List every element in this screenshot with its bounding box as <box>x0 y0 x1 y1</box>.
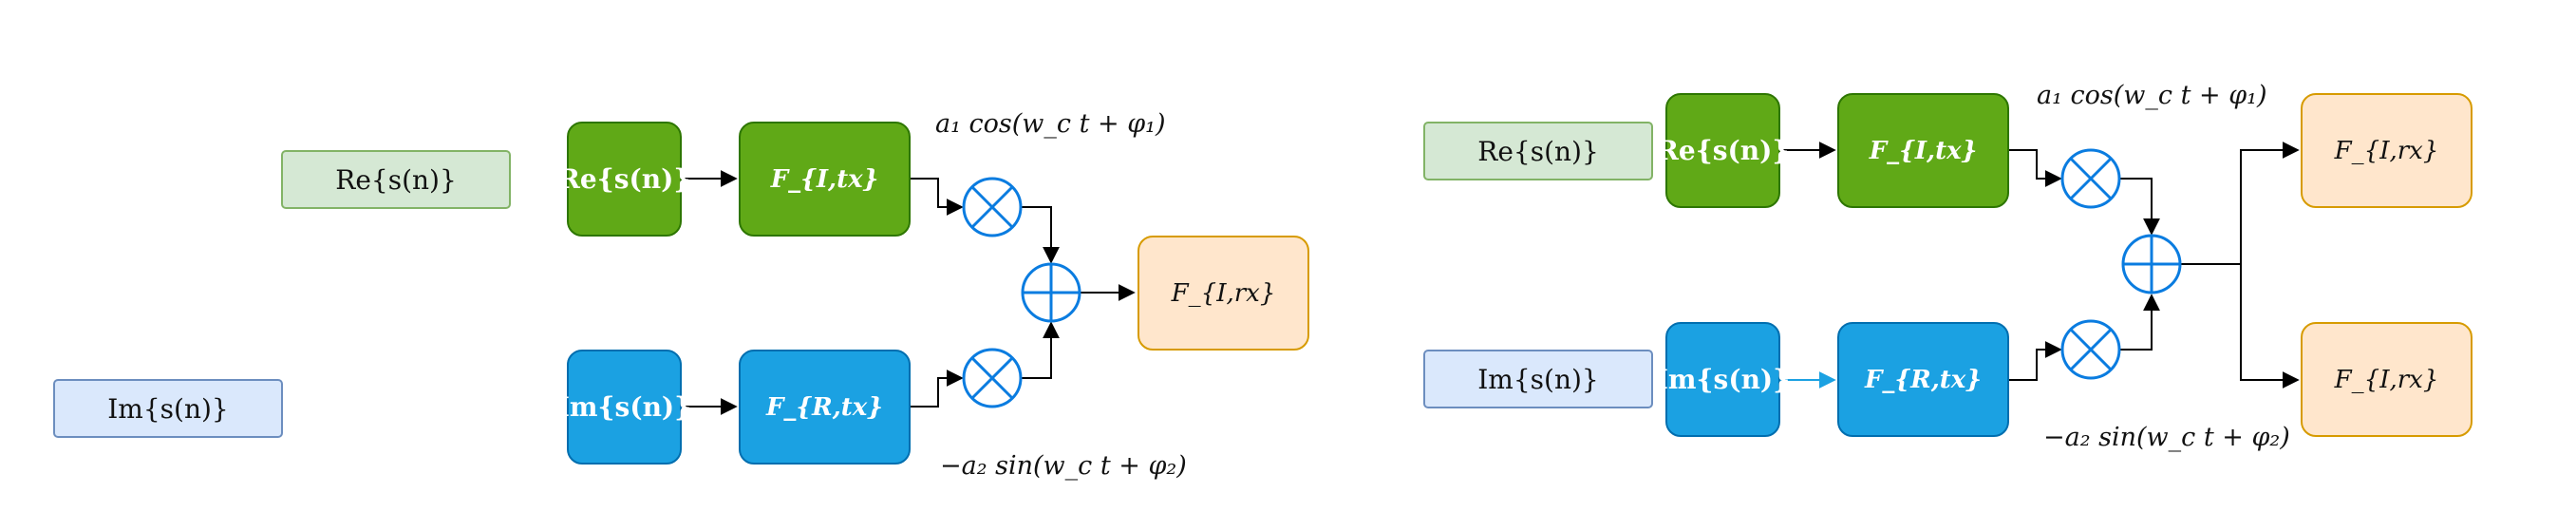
right-sin-carrier-label: −a₂ sin(w_c t + φ₂) <box>2043 423 2290 452</box>
right-multiplier-top-icon <box>2060 148 2121 209</box>
wire-left-mixer-top-to-adder <box>1022 206 1060 264</box>
right-re-label-text: Re{s(n)} <box>1477 135 1599 167</box>
left-re-source-block: Re{s(n)} <box>558 122 690 237</box>
left-filter-r-tx: F_{R,tx} <box>739 350 911 465</box>
right-im-source-block: Im{s(n)} <box>1656 322 1790 437</box>
wire-right-mixer-bottom-to-adder <box>2119 294 2160 351</box>
left-filter-i-tx-text: F_{I,tx} <box>770 164 879 194</box>
right-filter-i-tx: F_{I,tx} <box>1837 93 2009 208</box>
wire-right-split-to-output-bottom <box>2240 264 2300 389</box>
left-re-source-text: Re{s(n)} <box>557 163 691 195</box>
right-output-i-rx-top: F_{I,rx} <box>2301 93 2473 208</box>
wire-right-filter-bottom-to-mixer <box>2006 341 2062 381</box>
wire-left-mixer-bottom-to-adder <box>1022 321 1060 379</box>
left-adder-icon <box>1021 262 1081 323</box>
wire-left-filter-bottom-to-mixer <box>909 370 964 408</box>
left-multiplier-bottom-icon <box>962 348 1023 408</box>
wire-right-mixer-top-to-adder <box>2119 178 2160 236</box>
wire-right-filter-top-to-mixer <box>2006 149 2062 187</box>
right-adder-icon <box>2121 234 2182 294</box>
left-im-source-text: Im{s(n)} <box>556 391 692 423</box>
right-cos-carrier-label: a₁ cos(w_c t + φ₁) <box>2037 81 2267 110</box>
right-filter-r-tx-text: F_{R,tx} <box>1864 365 1983 394</box>
left-output-i-rx: F_{I,rx} <box>1138 236 1309 351</box>
left-re-label: Re{s(n)} <box>281 150 511 209</box>
right-output-top-text: F_{I,rx} <box>2334 136 2439 165</box>
left-re-label-text: Re{s(n)} <box>335 163 457 196</box>
left-im-label: Im{s(n)} <box>53 379 283 438</box>
right-filter-r-tx: F_{R,tx} <box>1837 322 2009 437</box>
right-filter-i-tx-text: F_{I,tx} <box>1869 136 1978 165</box>
right-multiplier-bottom-icon <box>2060 319 2121 380</box>
right-output-i-rx-bottom: F_{I,rx} <box>2301 322 2473 437</box>
left-sin-carrier-label: −a₂ sin(w_c t + φ₂) <box>940 451 1187 481</box>
right-im-source-text: Im{s(n)} <box>1655 364 1791 395</box>
left-filter-r-tx-text: F_{R,tx} <box>765 392 884 422</box>
wire-left-filter-top-to-mixer <box>909 178 964 216</box>
right-output-bottom-text: F_{I,rx} <box>2334 365 2439 394</box>
wire-right-split-to-output-top <box>2240 142 2300 264</box>
left-output-i-rx-text: F_{I,rx} <box>1171 278 1276 308</box>
left-filter-i-tx: F_{I,tx} <box>739 122 911 237</box>
right-im-label-text: Im{s(n)} <box>1477 363 1599 395</box>
left-im-label-text: Im{s(n)} <box>107 392 229 425</box>
right-re-source-block: Re{s(n)} <box>1657 93 1789 208</box>
left-multiplier-top-icon <box>962 177 1023 237</box>
right-im-label: Im{s(n)} <box>1423 350 1653 408</box>
left-cos-carrier-label: a₁ cos(w_c t + φ₁) <box>935 109 1166 139</box>
right-re-source-text: Re{s(n)} <box>1656 135 1790 166</box>
right-re-label: Re{s(n)} <box>1423 122 1653 180</box>
left-im-source-block: Im{s(n)} <box>557 350 691 465</box>
